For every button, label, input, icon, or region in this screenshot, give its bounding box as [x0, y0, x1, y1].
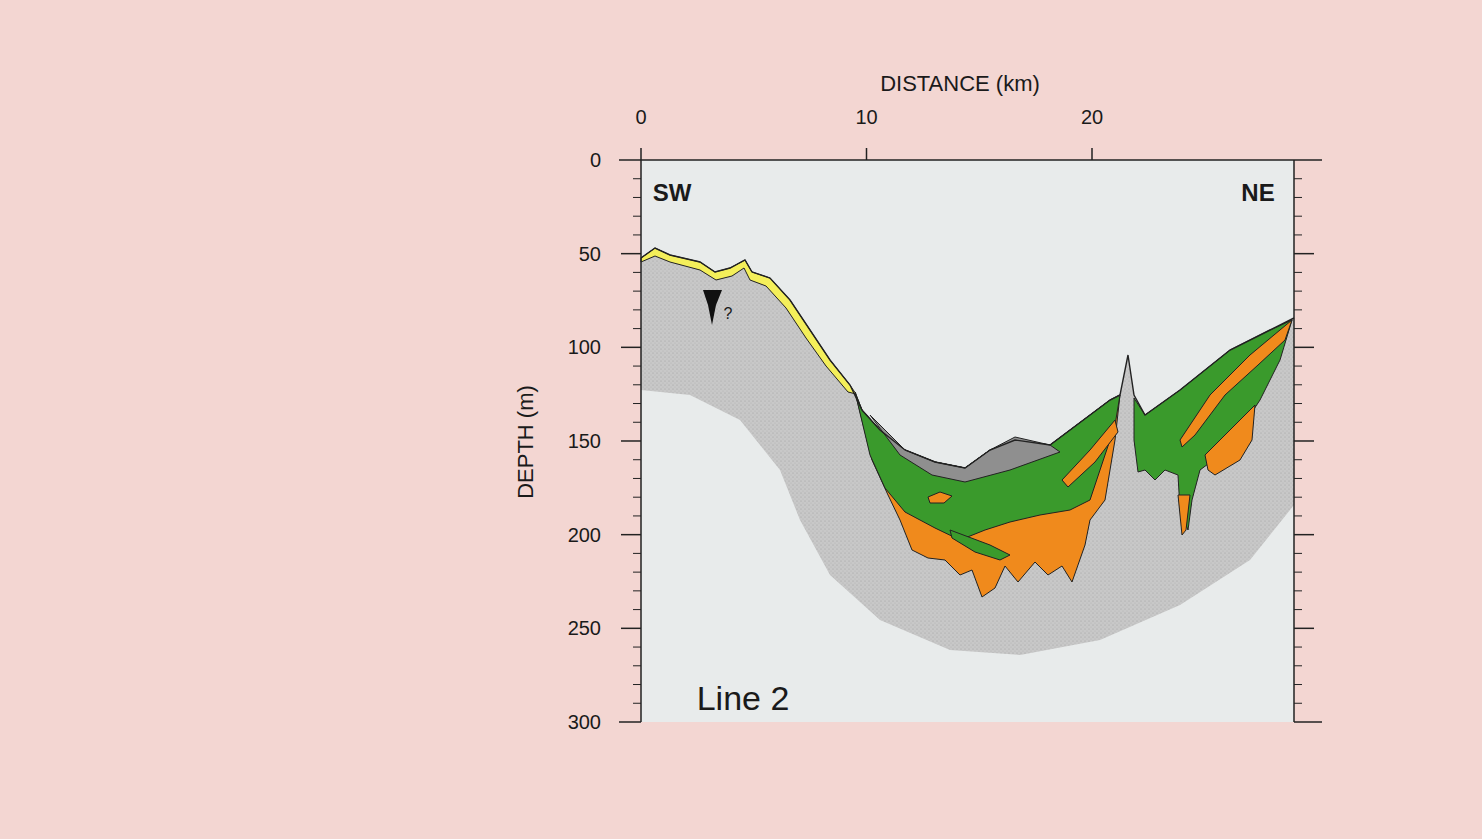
- tick-label: 0: [635, 107, 646, 127]
- tick-label: 10: [855, 107, 877, 127]
- tick-label: 200: [568, 525, 601, 545]
- tick-label: 150: [568, 431, 601, 451]
- direction-label: SW: [653, 181, 692, 205]
- axis-title: DISTANCE (km): [880, 73, 1040, 95]
- black-infill: [703, 290, 722, 325]
- green-unit: [855, 392, 1120, 540]
- tick-label: 300: [568, 712, 601, 732]
- query-mark: ?: [724, 306, 733, 322]
- axes: [619, 148, 1322, 722]
- tick-label: 250: [568, 618, 601, 638]
- section-name: Line 2: [697, 681, 790, 715]
- tick-label: 0: [590, 150, 601, 170]
- tick-label: 50: [579, 244, 601, 264]
- yellow-unit: [641, 248, 856, 394]
- direction-label: NE: [1241, 181, 1274, 205]
- grey-unit: [870, 415, 1060, 482]
- plot-area: [641, 160, 1294, 722]
- tick-label: 20: [1081, 107, 1103, 127]
- seafloor-line: [641, 248, 1294, 468]
- orange-pocket-right: [1178, 495, 1190, 535]
- tick-label: 100: [568, 337, 601, 357]
- basement: [641, 248, 1294, 655]
- green-unit-right: [1134, 320, 1292, 530]
- axis-title: DEPTH (m): [515, 385, 537, 499]
- orange-lens: [928, 492, 952, 503]
- orange-lens-right: [1205, 405, 1255, 475]
- green-wedge: [950, 530, 1010, 560]
